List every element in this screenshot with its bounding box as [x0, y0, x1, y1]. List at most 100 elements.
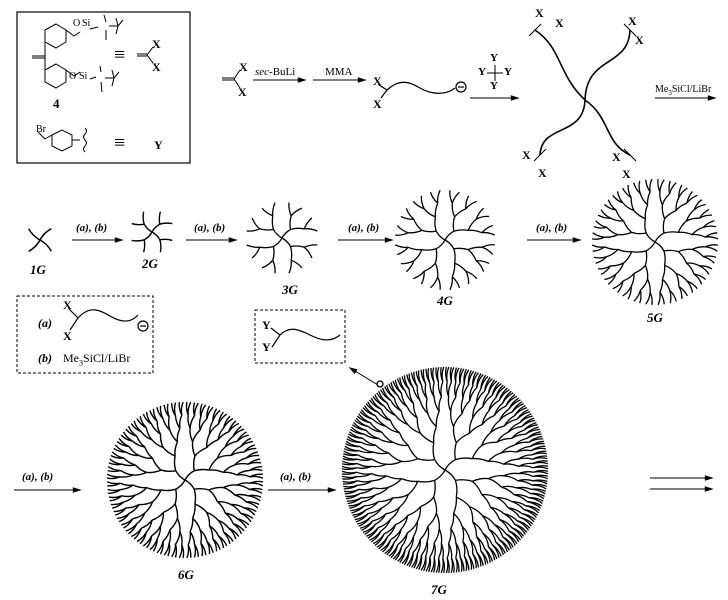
dendrimer-branch [705, 246, 718, 252]
compound-4-structure [32, 14, 124, 93]
dendrimer-branch [354, 513, 369, 521]
dendrimer-branch [350, 505, 365, 512]
dendrimer-branch [532, 480, 548, 485]
dendrimer-branch [434, 262, 439, 277]
dendrimer-branch [482, 394, 493, 408]
dendrimer-branch [481, 493, 498, 499]
dendrimer-branch [659, 279, 664, 293]
dendrimer-branch [422, 369, 427, 385]
arrow-head [327, 487, 337, 493]
dendrimer-branch [467, 554, 473, 570]
dendrimer-branch [206, 512, 211, 526]
dendrimer-branch [630, 197, 635, 211]
dendrimer-branch [427, 368, 431, 384]
dendrimer-branch [194, 487, 210, 491]
dendrimer-branch [705, 236, 719, 240]
x-monomer-box [137, 46, 154, 64]
dendrimer-branch [230, 451, 244, 457]
dendrimer-branch [394, 244, 409, 249]
dendrimer-branch [187, 401, 192, 416]
dendrimer-branch [525, 505, 540, 514]
dendrimer-branch [173, 402, 177, 416]
dendrimer-branch [398, 432, 409, 447]
dendrimer-branch [519, 415, 533, 424]
arrow-head [704, 475, 714, 481]
gen-label-4g: 4G [437, 293, 453, 308]
dendrimer-branch [450, 557, 454, 573]
x-label: X [538, 166, 547, 180]
dendrimer-branch [472, 521, 478, 537]
dendrimer-branch [475, 390, 486, 404]
dendrimer-branch [532, 475, 548, 480]
dendrimer-branch [407, 424, 421, 434]
dendrimer-branch [125, 523, 138, 532]
dendrimer-branch [518, 472, 534, 478]
dendrimer-branch [232, 523, 243, 535]
dendrimer-branch [359, 520, 374, 529]
dendrimer-branch [420, 496, 435, 508]
o-label: O [73, 18, 81, 29]
dendrimer-branch [434, 469, 446, 481]
arrow-head [72, 487, 82, 493]
dendrimer-branch [436, 189, 441, 204]
dendrimer-branch [455, 432, 470, 444]
dendrimer-branch [507, 507, 521, 518]
dendrimer-branch [407, 481, 419, 496]
dendrimer-branch [419, 432, 434, 444]
dendrimer-branch [388, 544, 399, 557]
dendrimer-branch [362, 523, 376, 534]
dendrimer-branch [405, 208, 415, 220]
o-label: O [69, 71, 77, 82]
dendrimer-branch [121, 518, 134, 526]
step-label: (a), (b) [536, 222, 568, 234]
dendrimer-branch [193, 468, 210, 472]
dendrimer-branch [151, 223, 161, 233]
dendrimer-branch [493, 523, 504, 538]
dendrimer-branch [432, 426, 438, 443]
dendrimer-branch [377, 518, 392, 529]
dendrimer-branch [217, 431, 229, 441]
dendrimer-branch [639, 193, 649, 206]
step-label: (a), (b) [76, 222, 108, 234]
dendrimer-branch [496, 437, 512, 443]
dendrimer-branch [384, 541, 395, 555]
dendrimer-branch [450, 367, 455, 383]
arrow-head [707, 95, 717, 101]
dendrimer-branch [488, 477, 502, 488]
dendrimer-branch [654, 241, 665, 252]
dendrimer-branch [122, 431, 134, 442]
dendrimer-branch [175, 470, 186, 481]
dendrimer-branch [240, 440, 253, 448]
dendrimer-branch [145, 412, 153, 425]
condition-b-reagent: Me3SiCl/LiBr [63, 351, 131, 368]
dendrimer-branch [107, 488, 121, 492]
dendrimer-branch [288, 260, 292, 274]
dendrimer-branch [487, 380, 498, 394]
dendrimer-branch [675, 273, 680, 287]
dendrimer-branch [435, 513, 440, 529]
dendrimer-branch [468, 229, 483, 234]
dendrimer-branch [345, 440, 360, 448]
dendrimer-branch [393, 397, 402, 412]
dendrimer-branch [133, 471, 147, 476]
dendrimer-branch [234, 494, 247, 503]
dendrimer-branch [108, 495, 123, 499]
dendrimer-branch [592, 232, 605, 238]
dendrimer-branch [344, 488, 360, 493]
dendrimer-branch [405, 260, 415, 273]
dendrimer-branch [133, 484, 147, 489]
dendrimer-branch [472, 406, 484, 419]
dendrimer-branch [450, 411, 455, 427]
dendrimer-branch [412, 403, 418, 419]
dendrimer-branch [421, 229, 437, 233]
arrow-head [572, 237, 582, 243]
si-label: Si [82, 18, 91, 29]
dendrimer-branch [388, 478, 403, 488]
dendrimer-branch [678, 248, 693, 253]
dendrimer-branch [644, 250, 648, 266]
dendrimer-branch [644, 265, 649, 280]
dendrimer-branch [189, 428, 194, 442]
dendrimer-branch [472, 372, 480, 387]
dendrimer-branch [471, 480, 483, 495]
